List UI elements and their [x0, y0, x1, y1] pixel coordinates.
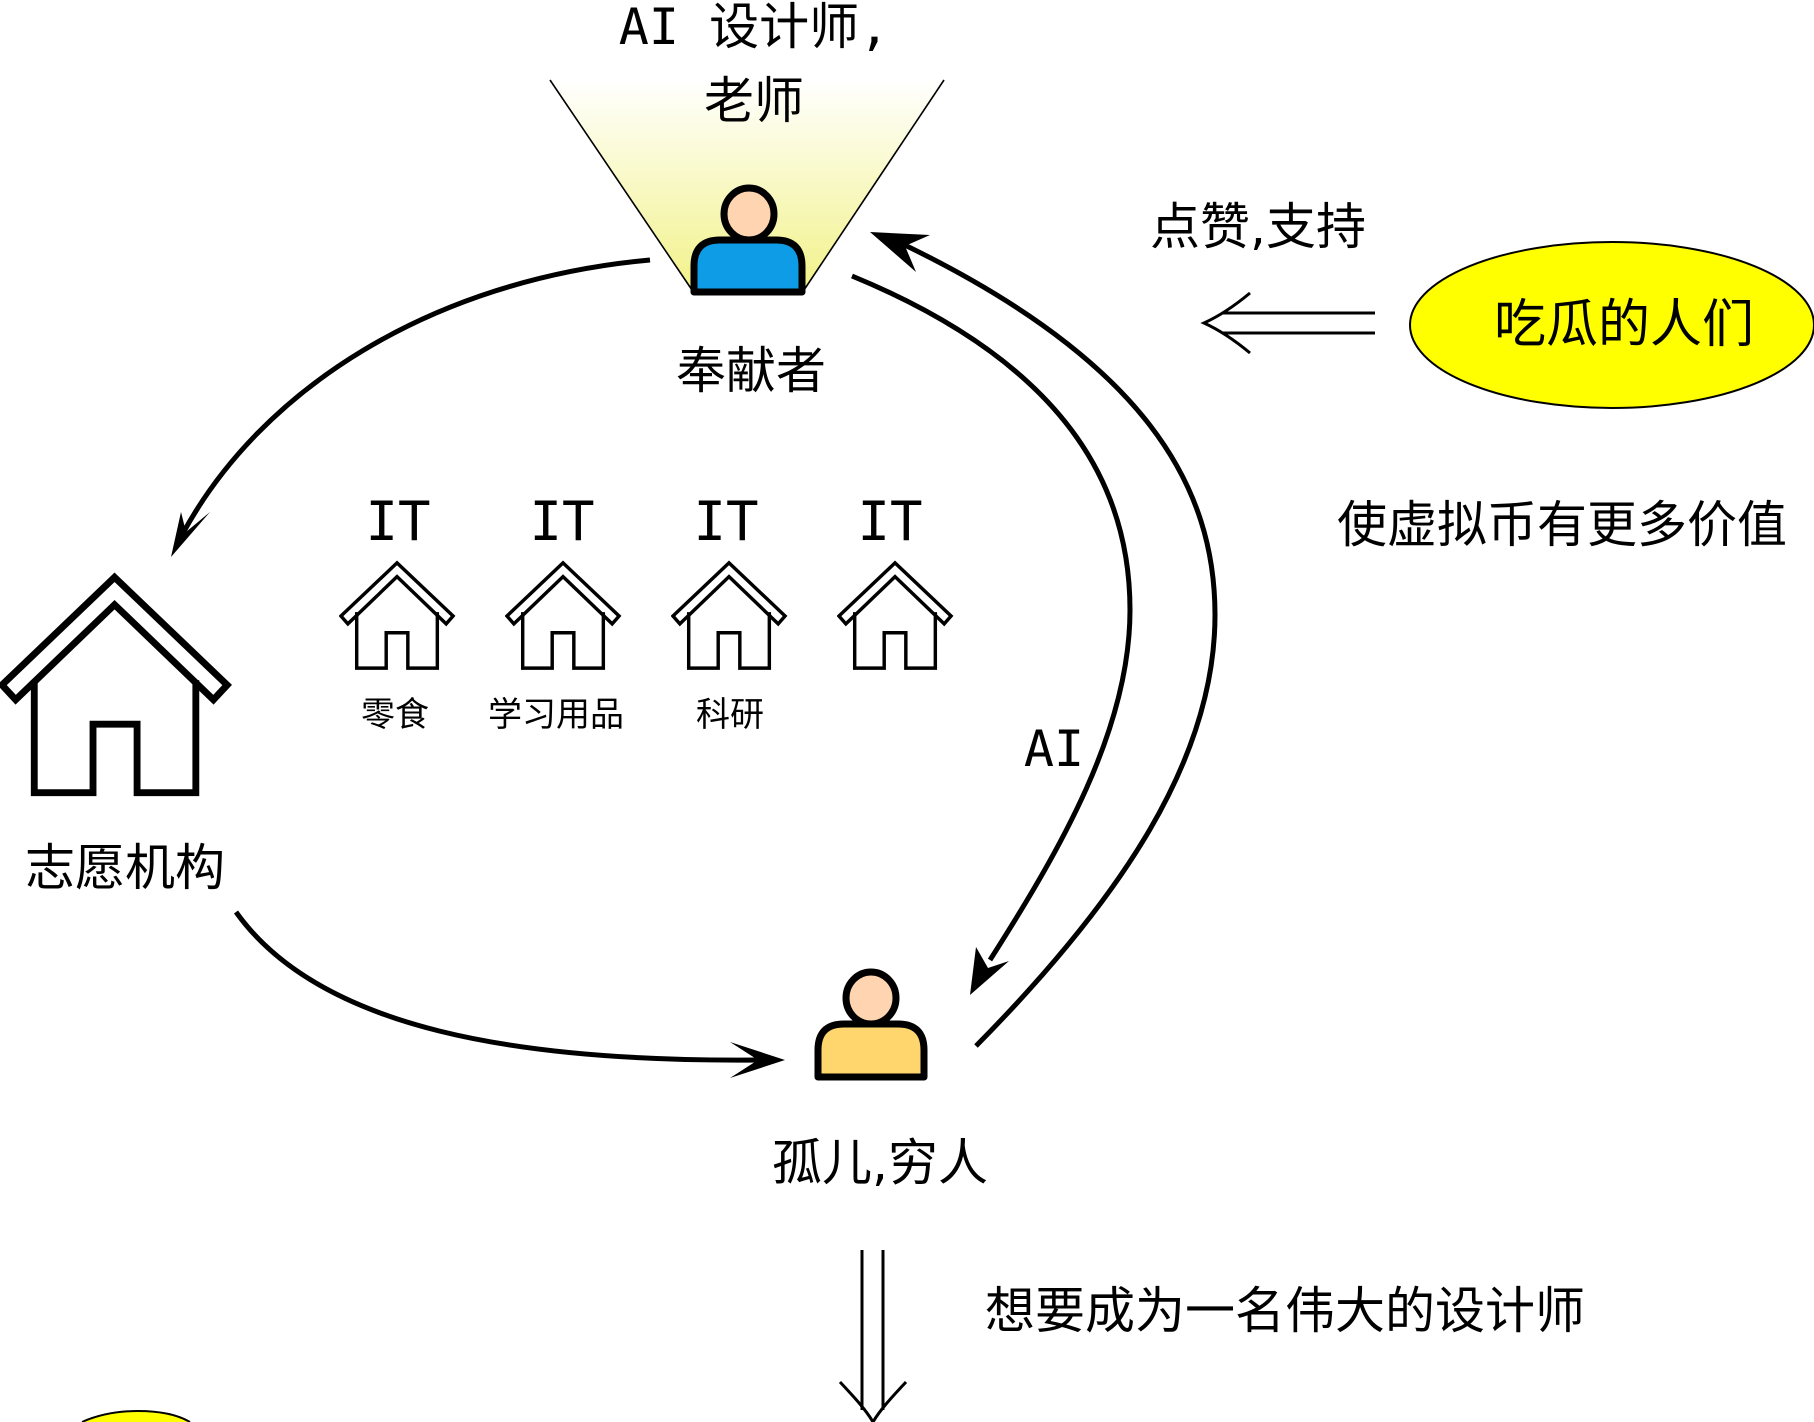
house-top-label: IT	[693, 490, 758, 553]
crowd-label: 吃瓜的人们	[1494, 295, 1754, 355]
spotlight-label-line1: AI 设计师,	[619, 0, 889, 56]
contributor-to-volunteer-arrow	[179, 257, 651, 537]
house-top-label: IT	[857, 490, 922, 553]
contributor-to-poor-arrow	[851, 273, 1133, 962]
house-icon	[505, 561, 621, 670]
house-icon	[837, 561, 953, 670]
house-group: IT 零食 IT 学习用品 IT 科研 IT	[339, 490, 953, 735]
poor-label: 孤儿,穷人	[772, 1134, 988, 1192]
house-top-label: IT	[529, 490, 594, 553]
house-bottom-label: 零食	[361, 695, 429, 735]
house-bottom-label: 学习用品	[488, 695, 624, 735]
poor-to-contributor-arrow	[888, 235, 1218, 1048]
volunteer-to-poor-arrow	[233, 910, 759, 1063]
volunteer-label: 志愿机构	[25, 839, 225, 897]
value-label: 使虚拟币有更多价值	[1337, 496, 1787, 554]
house-item: IT	[837, 490, 953, 670]
crowd-ellipse	[1409, 241, 1814, 409]
house-bottom-label: 科研	[696, 695, 764, 735]
house-icon	[339, 561, 455, 670]
likes-label: 点赞,支持	[1150, 198, 1366, 256]
volunteer-house-icon	[2, 577, 227, 792]
contributor-label: 奉献者	[676, 342, 826, 400]
dream-label: 想要成为一名伟大的设计师	[985, 1282, 1585, 1340]
house-item: IT 学习用品	[488, 490, 624, 735]
poor-person-icon	[814, 968, 928, 1081]
house-icon	[671, 561, 787, 670]
partial-yellow-shape	[81, 1409, 191, 1422]
house-top-label: IT	[365, 490, 430, 553]
ai-arrow-label: AI	[1024, 720, 1084, 778]
house-item: IT 零食	[339, 490, 455, 735]
house-item: IT 科研	[671, 490, 787, 735]
dream-down-arrow	[838, 1250, 908, 1422]
spotlight-label-line2: 老师	[704, 72, 804, 130]
arrowhead-poor	[730, 1042, 785, 1078]
arrowhead-poor-ai	[970, 947, 1009, 995]
arrowhead-contributor	[870, 232, 930, 272]
likes-double-arrow	[1200, 291, 1375, 355]
contributor-person-icon	[690, 184, 806, 296]
arrowhead-volunteer	[171, 512, 210, 557]
